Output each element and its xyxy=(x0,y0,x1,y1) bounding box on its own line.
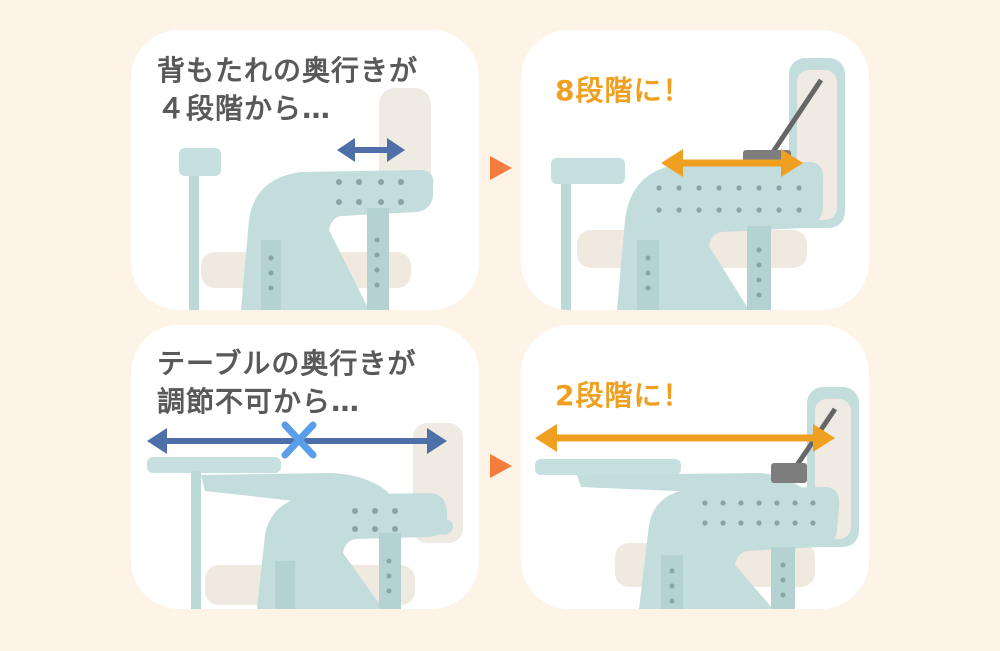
chair-illustration-table-after xyxy=(535,387,859,609)
triangle-right-icon xyxy=(490,454,512,478)
range-arrow-backrest-before xyxy=(337,138,405,162)
chair-illustration-backrest-before xyxy=(179,88,434,310)
cross-icon xyxy=(281,421,317,459)
chair-illustration-table-before xyxy=(147,421,463,609)
chair-illustration-backrest-after xyxy=(551,58,845,310)
panel-backrest-before: 背もたれの奥行きが ４段階から… xyxy=(131,30,479,310)
panel-backrest-after: 8段階に！ xyxy=(521,30,869,310)
range-arrow-backrest-after xyxy=(661,149,803,177)
panel-table-before: テーブルの奥行きが 調節不可から… xyxy=(131,325,479,609)
panel-table-after: 2段階に！ xyxy=(521,325,869,609)
caption-table-before: テーブルの奥行きが 調節不可から… xyxy=(157,347,417,418)
caption-backrest-before: 背もたれの奥行きが ４段階から… xyxy=(157,54,419,125)
triangle-right-icon xyxy=(490,156,512,180)
caption-table-after: 2段階に！ xyxy=(555,379,692,412)
caption-backrest-after: 8段階に！ xyxy=(555,74,692,107)
range-arrow-table-after xyxy=(535,424,835,452)
